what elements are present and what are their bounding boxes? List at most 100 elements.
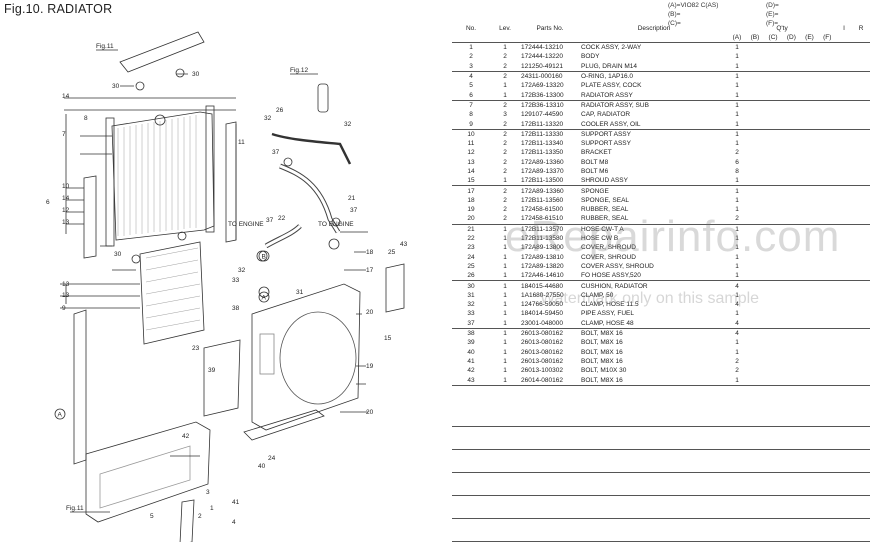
empty-cell — [852, 271, 871, 282]
level-cell: 1 — [490, 90, 520, 101]
right-tank-shape — [205, 105, 215, 233]
empty-cell — [764, 139, 782, 148]
empty-cell — [782, 61, 800, 72]
description-cell: COVER ASSY, SHROUD — [581, 262, 654, 270]
to-engine-label-2: TO ENGINE — [318, 221, 354, 228]
fig12-label: Fig.12 — [290, 67, 308, 74]
empty-cell — [836, 129, 852, 139]
level-cell: 2 — [490, 214, 520, 225]
part-number-cell: 25 — [467, 262, 475, 270]
empty-cell — [852, 90, 871, 101]
level-cell: 1 — [503, 357, 507, 365]
parts-no-cell: 172444-13220 — [521, 53, 563, 61]
description-cell: SPONGE — [581, 187, 609, 195]
part-number-cell: 15 — [452, 176, 490, 187]
empty-cell — [818, 375, 837, 386]
empty-cell — [764, 81, 782, 90]
label-30b: 30 — [192, 71, 200, 78]
label-42: 42 — [182, 433, 190, 440]
parts-no-cell: 129107-44590 — [521, 111, 563, 119]
empty-cell — [818, 90, 837, 101]
level-cell: 1 — [503, 367, 507, 375]
watermark-subtitle: Watermark only on this sample — [540, 290, 760, 307]
part-number-cell: 5 — [469, 82, 473, 90]
empty-cell — [782, 357, 800, 366]
parts-no-cell: 26013-080162 — [521, 357, 563, 365]
legend-c: (C)= — [668, 20, 681, 27]
empty-cell — [800, 328, 818, 338]
parts-no-cell: 26013-080162 — [521, 339, 563, 347]
header-lev: Lev. — [490, 24, 520, 43]
empty-cell — [836, 43, 852, 53]
description-cell: RADIATOR ASSY — [580, 90, 728, 101]
empty-cell — [800, 281, 818, 291]
part-number-cell: 8 — [469, 111, 473, 119]
description-cell: PLUG, DRAIN M14 — [580, 61, 728, 72]
qty-a-cell: 1 — [735, 44, 739, 52]
description-cell: COCK ASSY, 2-WAY — [581, 44, 642, 52]
empty-cell — [836, 100, 852, 110]
empty-cell — [852, 281, 870, 291]
parts-no-cell: 172A89-13360 — [521, 158, 564, 166]
qty-a-cell: 8 — [735, 168, 739, 175]
empty-cell — [800, 139, 818, 148]
empty-cell — [782, 348, 800, 357]
empty-cell — [852, 309, 870, 318]
empty-cell — [800, 52, 818, 61]
empty-cell — [818, 328, 836, 338]
empty-cell — [836, 110, 852, 119]
shroud-cover-24-shape — [243, 409, 325, 441]
radiator-exploded-diagram: Fig.11 Fig.11 Fig.12 TO ENGINE TO ENGINE… — [46, 31, 408, 542]
part-number-cell: 23 — [467, 244, 475, 252]
level-cell: 1 — [503, 244, 507, 252]
label-13b: 13 — [62, 281, 70, 288]
part-number-cell: 6 — [452, 90, 490, 101]
empty-cell — [746, 90, 764, 101]
empty-cell — [836, 148, 852, 157]
empty-cell — [764, 357, 782, 366]
empty-cell — [852, 148, 870, 157]
empty-cell — [818, 176, 837, 187]
description-cell: CAP, RADIATOR — [581, 111, 631, 119]
legend-e: (E)= — [766, 11, 779, 18]
empty-cell — [764, 158, 782, 167]
part-number-cell: 32 — [467, 301, 475, 309]
qty-a-cell: 6 — [735, 158, 739, 166]
empty-cell — [764, 291, 782, 300]
qty-a-cell: 1 — [728, 119, 746, 130]
description-cell: BOLT M8 — [581, 158, 609, 166]
qty-a-cell: 2 — [735, 149, 739, 157]
empty-cell — [746, 309, 764, 318]
empty-cell — [818, 196, 836, 205]
empty-cell — [818, 119, 837, 130]
qty-a-cell: 1 — [735, 339, 739, 347]
empty-cell — [782, 43, 800, 53]
part-number-cell: 38 — [467, 330, 475, 338]
label-6: 6 — [46, 199, 50, 206]
empty-cell — [800, 43, 818, 53]
part-number-cell: 13 — [467, 158, 475, 166]
empty-cell — [800, 309, 818, 318]
empty-cell — [764, 366, 782, 375]
label-10: 10 — [62, 183, 70, 190]
parts-no-cell: 184015-44680 — [521, 282, 563, 290]
parts-no-cell: 172B11-13340 — [521, 140, 564, 148]
description-cell: COVER, SHROUD — [581, 253, 636, 261]
empty-cell — [764, 90, 782, 101]
header-qty: Q'ty (A) (B) (C) (D) (E) (F) — [728, 24, 837, 43]
empty-cell — [746, 158, 764, 167]
part-number-cell: 22 — [467, 235, 475, 243]
level-cell: 1 — [503, 262, 507, 270]
empty-cell — [782, 100, 800, 110]
parts-no-cell: 172B11-13580 — [521, 235, 564, 243]
level-cell: 2 — [490, 119, 520, 130]
empty-cell — [818, 167, 836, 176]
qty-a-cell: 4 — [735, 301, 739, 309]
empty-cell — [800, 186, 818, 196]
